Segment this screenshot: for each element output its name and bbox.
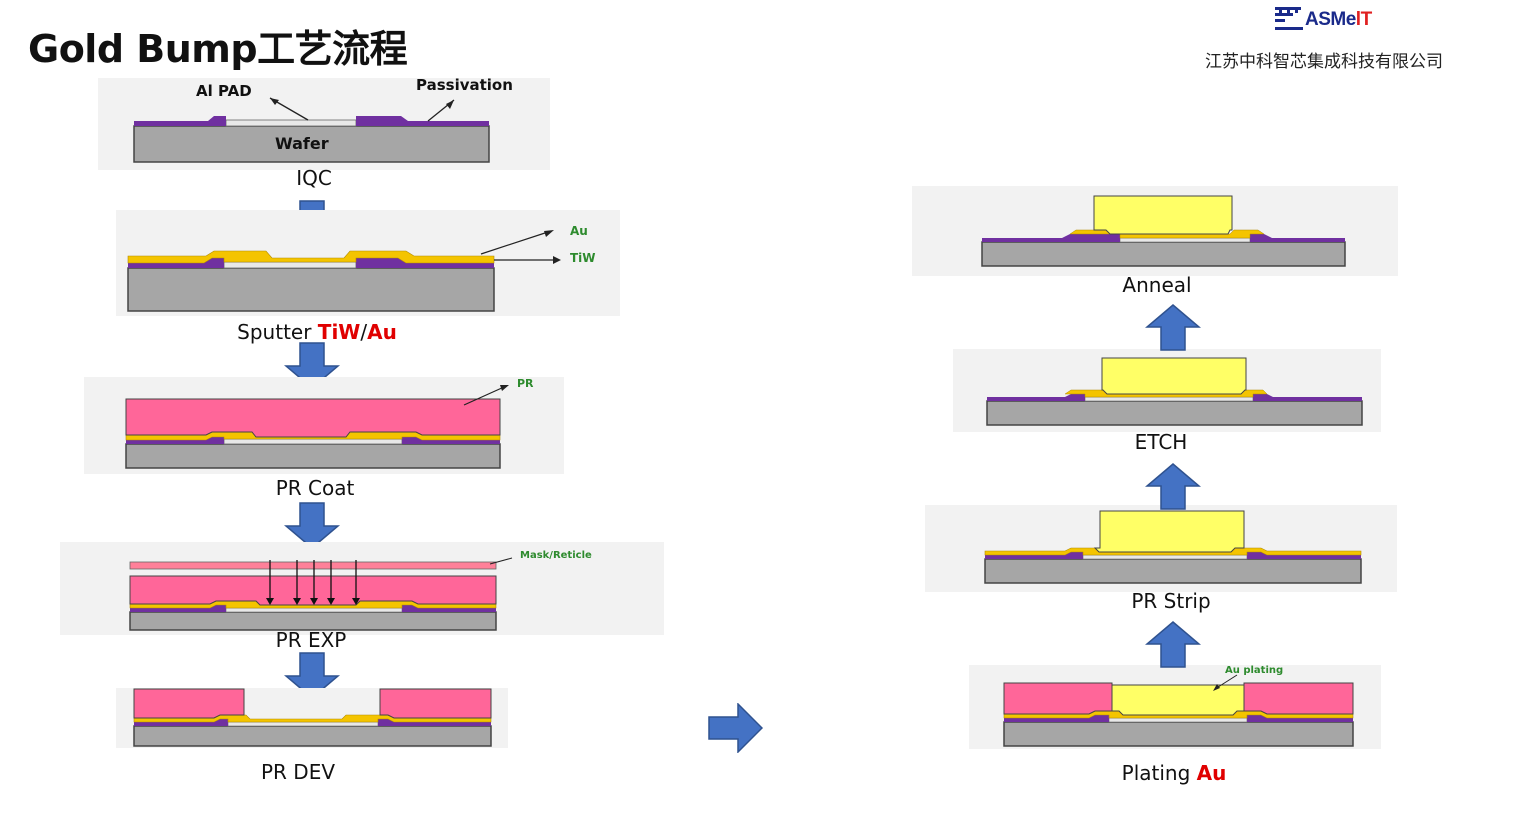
logo-text-main: ASMe <box>1305 9 1356 30</box>
logo-text: ASMelT <box>1305 9 1372 31</box>
al-pad-layer <box>225 119 357 127</box>
plating-diagram: Au plating <box>969 665 1381 749</box>
step-label-pr-exp: PR EXP <box>275 628 347 652</box>
sputter-tiw: TiW <box>317 320 361 344</box>
sputter-diagram: Au TiW <box>116 210 620 316</box>
flow-arrow-up-icon <box>1145 620 1201 668</box>
flow-arrow-down-icon <box>284 652 340 700</box>
pr-dev-diagram <box>116 688 508 748</box>
page-title: Gold Bump工艺流程 <box>28 27 408 71</box>
flow-arrow-up-icon <box>1145 303 1201 351</box>
passivation-callout: Passivation <box>416 76 513 94</box>
sputter-prefix: Sputter <box>237 320 318 344</box>
au-callout: Au <box>570 224 588 238</box>
au-plating-callout: Au plating <box>1225 665 1284 676</box>
pr-coat-diagram: PR <box>84 377 564 474</box>
step-label-anneal: Anneal <box>1122 273 1192 297</box>
flow-arrow-down-icon <box>284 502 340 550</box>
wafer-callout: Wafer <box>275 134 329 153</box>
plating-prefix: Plating <box>1121 761 1197 785</box>
tiw-callout: TiW <box>570 251 596 265</box>
iqc-diagram: Al PAD Passivation Wafer <box>98 76 550 170</box>
mask-callout: Mask/Reticle <box>520 550 592 561</box>
flow-arrow-up-icon <box>1145 462 1201 510</box>
company-logo: ASMelT <box>1275 5 1405 35</box>
step-label-sputter: Sputter TiW/Au <box>237 320 397 344</box>
step-label-plating: Plating Au <box>1122 761 1227 785</box>
passivation-left <box>134 116 226 126</box>
step-label-pr-coat: PR Coat <box>275 476 355 500</box>
logo-mark-icon <box>1275 7 1303 30</box>
pr-strip-diagram <box>925 505 1397 592</box>
flow-arrow-right-icon <box>708 703 764 753</box>
step-label-pr-dev: PR DEV <box>260 760 336 784</box>
plating-au: Au <box>1196 761 1227 785</box>
sputter-slash: / <box>360 320 368 344</box>
pr-exp-diagram: Mask/Reticle <box>60 542 664 635</box>
wafer-layer <box>133 125 490 163</box>
sputter-au: Au <box>367 320 397 344</box>
al-pad-callout: Al PAD <box>196 82 252 100</box>
step-label-pr-strip: PR Strip <box>1131 589 1211 613</box>
logo-text-accent: lT <box>1355 9 1372 30</box>
passivation-right <box>356 116 489 126</box>
pr-callout: PR <box>517 377 534 390</box>
step-label-etch: ETCH <box>1134 430 1188 454</box>
company-name: 江苏中科智芯集成科技有限公司 <box>1205 52 1443 72</box>
anneal-diagram <box>912 186 1398 276</box>
etch-diagram <box>953 349 1381 432</box>
mask-layer <box>129 561 497 570</box>
step-label-iqc: IQC <box>296 166 332 190</box>
